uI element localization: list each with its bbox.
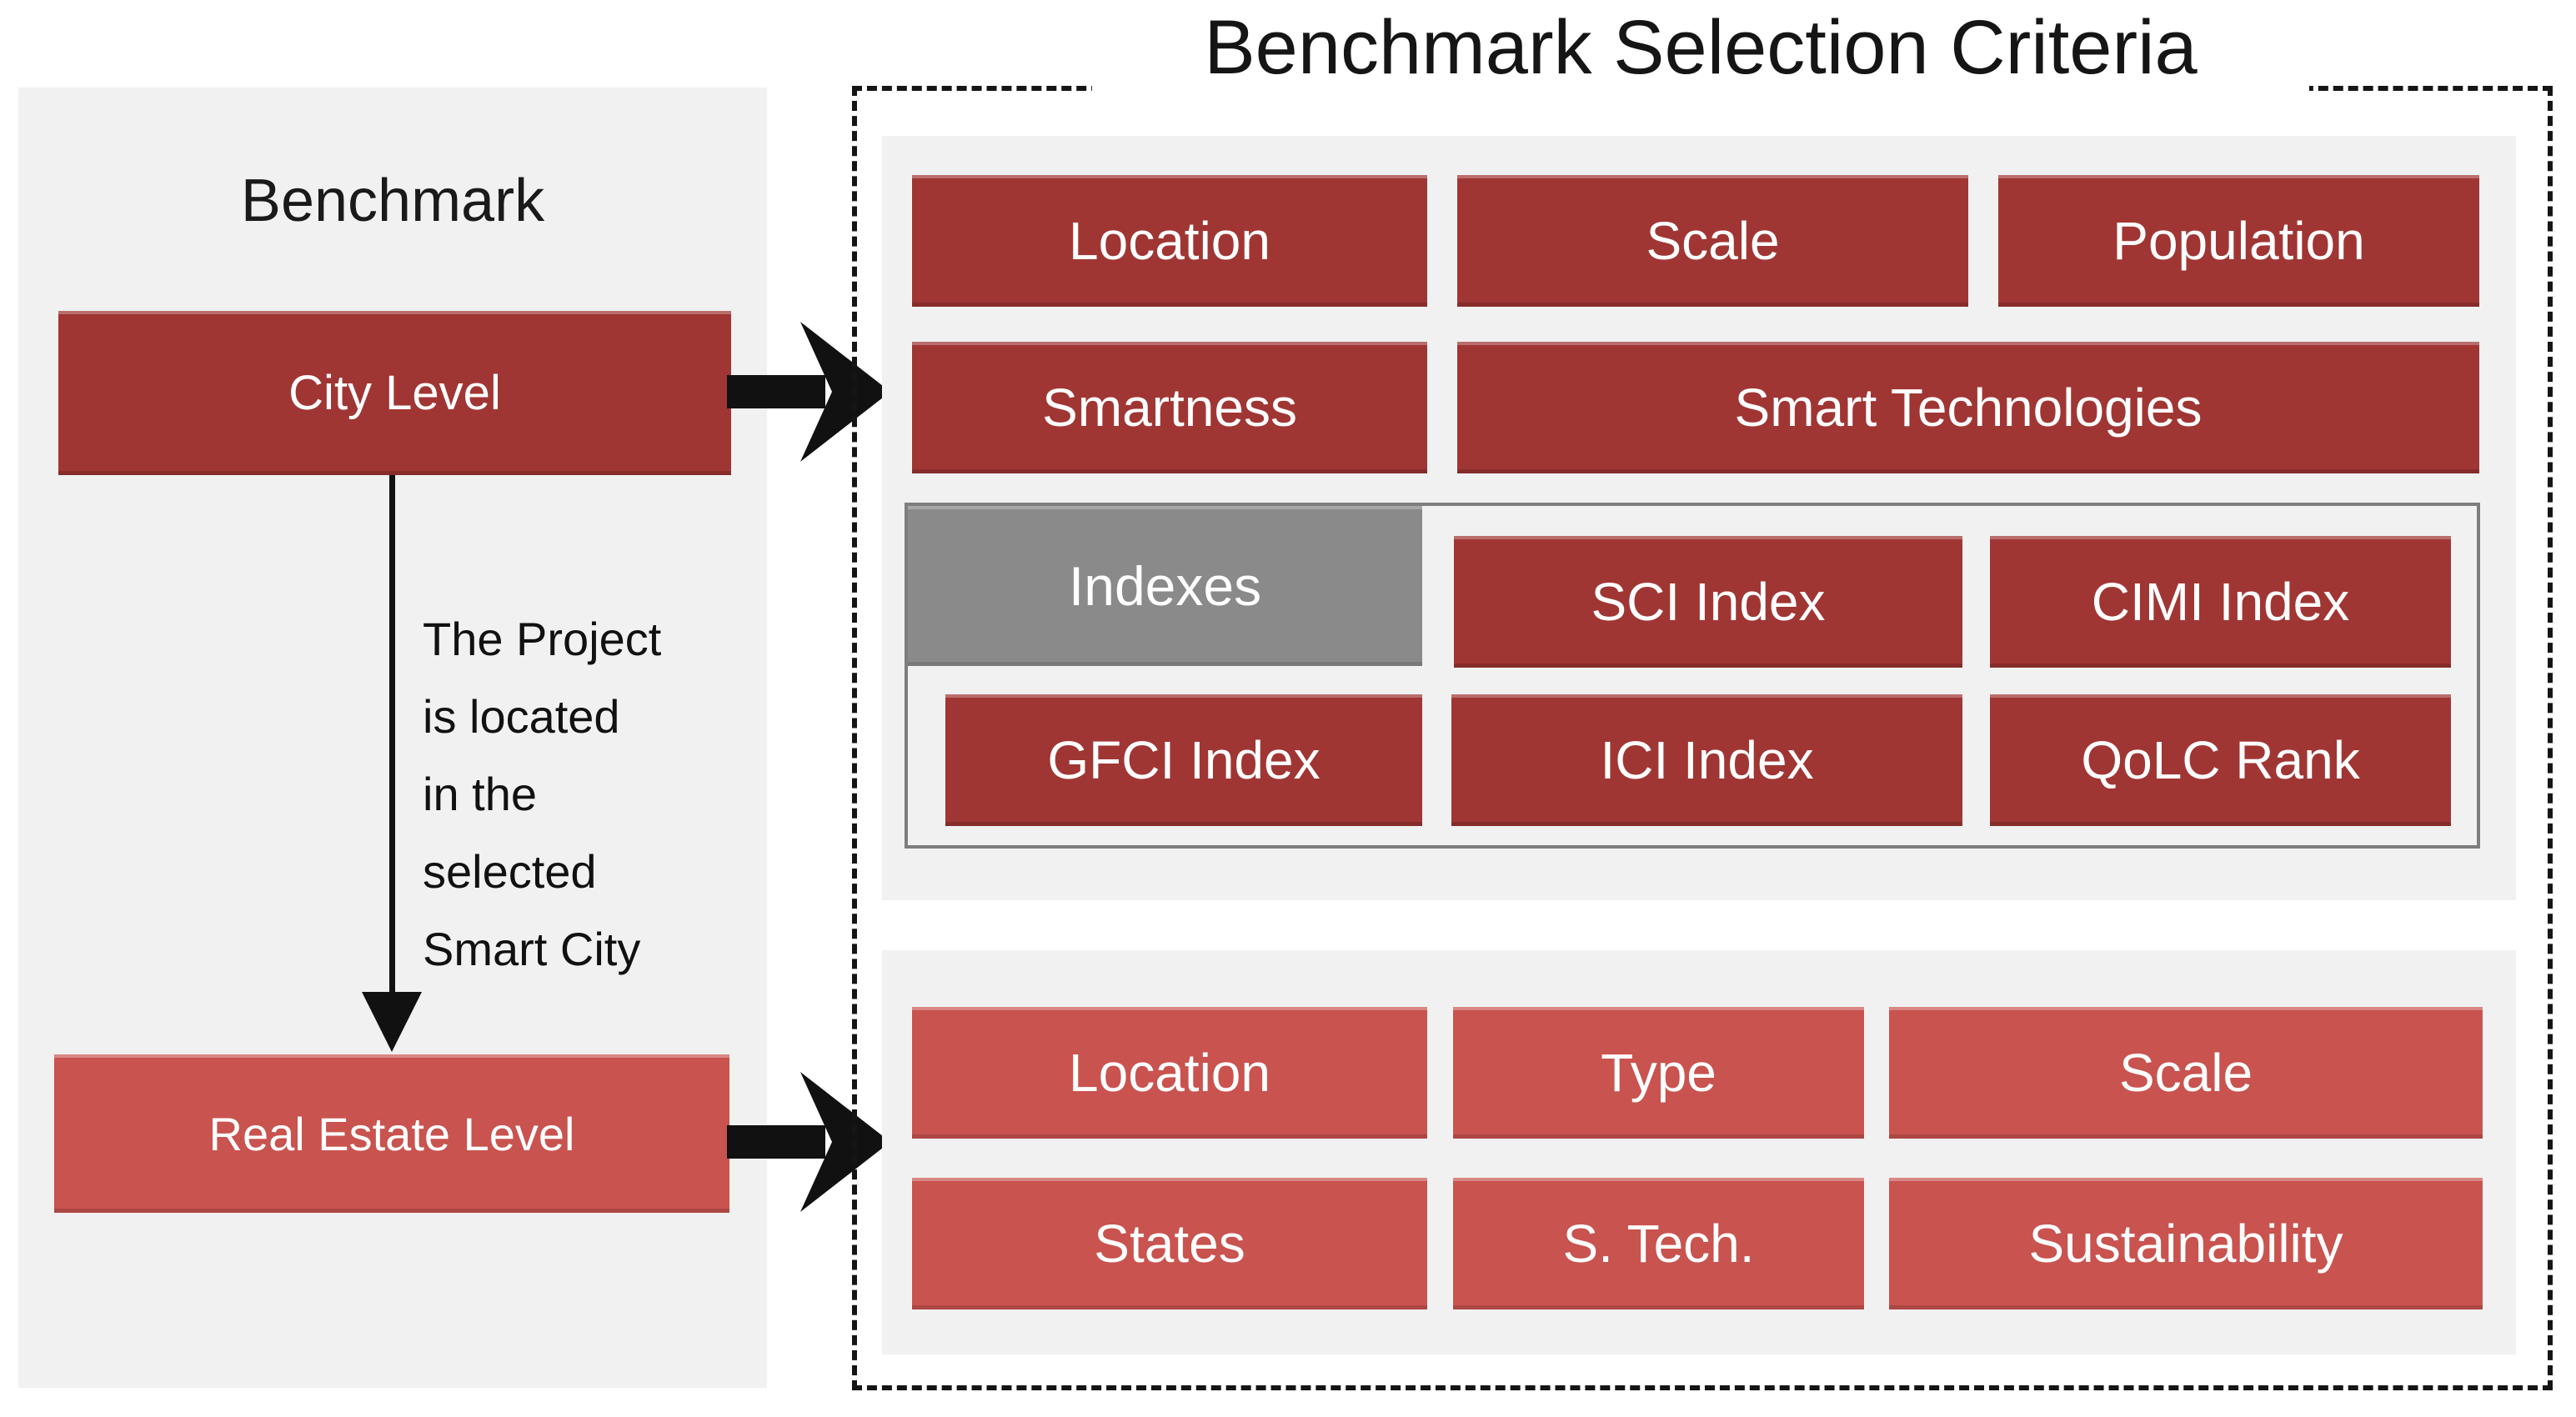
- real-estate-criteria-panel: Location Type Scale States S. Tech. Sust…: [882, 950, 2516, 1354]
- criteria-label: ICI Index: [1600, 730, 1814, 790]
- benchmark-panel: Benchmark City Level The Project is loca…: [18, 88, 767, 1388]
- criteria-box-city-location: Location: [912, 175, 1427, 307]
- benchmark-panel-title: Benchmark: [240, 168, 545, 234]
- indexes-group-panel: Indexes SCI Index CIMI Index GFCI Index …: [905, 503, 2480, 849]
- arrow-note-line: The Project: [423, 613, 662, 665]
- arrow-note-line: Smart City: [423, 923, 641, 975]
- criteria-label: Population: [2112, 211, 2365, 271]
- city-level-box: City Level: [58, 311, 731, 475]
- criteria-title: Benchmark Selection Criteria: [1092, 0, 2309, 95]
- real-estate-level-label: Real Estate Level: [208, 1107, 575, 1160]
- arrow-note-line: in the: [423, 768, 537, 820]
- criteria-label: CIMI Index: [2091, 572, 2350, 632]
- city-level-label: City Level: [288, 366, 501, 420]
- arrow-note-line: is located: [423, 690, 620, 743]
- criteria-box-smart-technologies: Smart Technologies: [1457, 342, 2479, 473]
- criteria-label: States: [1094, 1214, 1245, 1274]
- criteria-box-gfci-index: GFCI Index: [945, 694, 1422, 826]
- criteria-label: Location: [1069, 211, 1270, 271]
- criteria-box-re-location: Location: [912, 1007, 1427, 1139]
- indexes-header-label: Indexes: [1068, 555, 1262, 617]
- real-estate-arrow-icon: [727, 1072, 890, 1212]
- down-arrow-head-icon: [362, 992, 422, 1052]
- criteria-label: S. Tech.: [1562, 1214, 1755, 1274]
- down-arrow-line: [389, 475, 395, 992]
- criteria-label: Smart Technologies: [1734, 378, 2203, 438]
- criteria-box-re-scale: Scale: [1889, 1007, 2483, 1139]
- arrow-note-line: selected: [423, 845, 597, 898]
- criteria-box-city-scale: Scale: [1457, 175, 1968, 307]
- criteria-box-city-population: Population: [1998, 175, 2479, 307]
- real-estate-level-box: Real Estate Level: [54, 1054, 729, 1213]
- criteria-box-cimi-index: CIMI Index: [1990, 536, 2451, 668]
- criteria-label: Scale: [1646, 211, 1780, 271]
- criteria-box-qolc-rank: QoLC Rank: [1990, 694, 2451, 826]
- criteria-label: Scale: [2118, 1043, 2253, 1103]
- criteria-label: SCI Index: [1591, 572, 1826, 632]
- city-arrow-icon: [727, 322, 890, 462]
- criteria-box-sci-index: SCI Index: [1454, 536, 1962, 668]
- criteria-label: Sustainability: [2028, 1214, 2343, 1274]
- criteria-label: Smartness: [1042, 378, 1297, 438]
- criteria-box-smartness: Smartness: [912, 342, 1427, 473]
- criteria-box-re-sustainability: Sustainability: [1889, 1178, 2483, 1309]
- criteria-label: Type: [1601, 1043, 1716, 1103]
- city-criteria-panel: Location Scale Population Smartness Smar…: [882, 136, 2516, 900]
- criteria-label: QoLC Rank: [2081, 730, 2360, 790]
- criteria-box-re-type: Type: [1453, 1007, 1864, 1139]
- criteria-box-re-states: States: [912, 1178, 1427, 1309]
- criteria-box-ici-index: ICI Index: [1451, 694, 1962, 826]
- indexes-header-box: Indexes: [908, 506, 1422, 666]
- criteria-label: GFCI Index: [1047, 730, 1321, 790]
- arrow-note: The Project is located in the selected S…: [423, 600, 661, 988]
- criteria-label: Location: [1069, 1043, 1270, 1103]
- criteria-box-re-stech: S. Tech.: [1453, 1178, 1864, 1309]
